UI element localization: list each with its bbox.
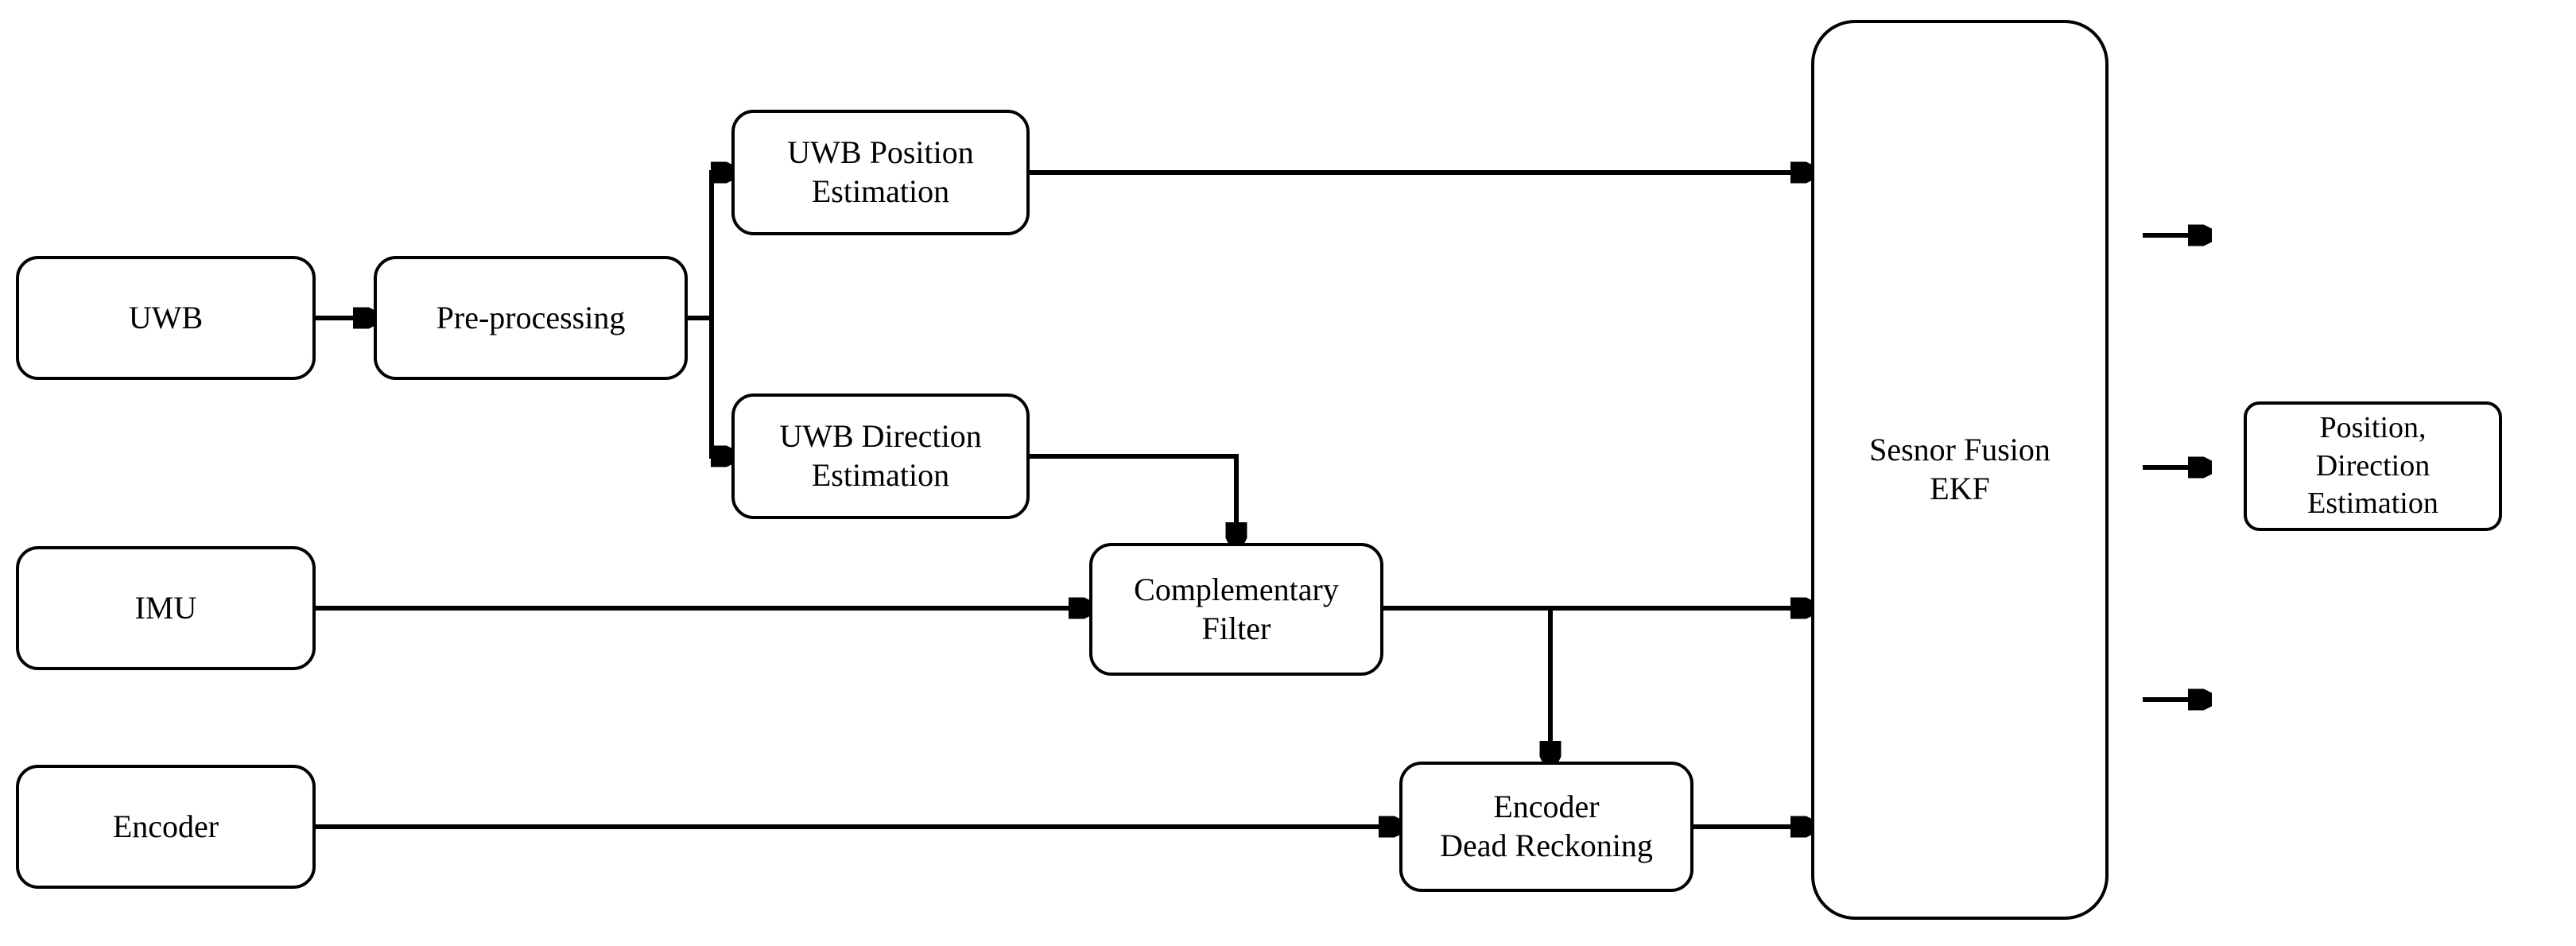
node-position-direction-estimation: Position, Direction Estimation	[2244, 401, 2502, 531]
node-encoder-dead-reckoning: Encoder Dead Reckoning	[1399, 762, 1693, 892]
edge-uwb-direction-to-complementary-filter	[1030, 454, 1236, 543]
node-uwb-position-estimation-label: UWB Position Estimation	[787, 134, 974, 209]
node-sensor-fusion-ekf: Sesnor Fusion EKF	[1811, 20, 2109, 920]
node-imu: IMU	[16, 546, 316, 670]
node-encoder: Encoder	[16, 765, 316, 889]
node-encoder-dead-reckoning-label: Encoder Dead Reckoning	[1440, 789, 1653, 863]
node-uwb-direction-estimation: UWB Direction Estimation	[731, 394, 1030, 519]
node-preprocessing: Pre-processing	[374, 256, 688, 380]
node-complementary-filter-label: Complementary Filter	[1134, 571, 1339, 646]
node-complementary-filter: Complementary Filter	[1089, 543, 1383, 676]
node-preprocessing-label: Pre-processing	[436, 299, 626, 335]
node-sensor-fusion-ekf-label: Sesnor Fusion EKF	[1869, 432, 2050, 506]
node-uwb-direction-estimation-label: UWB Direction Estimation	[779, 418, 982, 493]
edge-preprocessing-to-uwb-direction	[709, 318, 731, 456]
node-encoder-label: Encoder	[112, 808, 219, 844]
node-uwb-position-estimation: UWB Position Estimation	[731, 110, 1030, 235]
node-imu-label: IMU	[134, 589, 197, 626]
edge-preprocessing-to-uwb-position	[688, 173, 731, 320]
node-position-direction-estimation-label: Position, Direction Estimation	[2307, 411, 2438, 521]
node-uwb: UWB	[16, 256, 316, 380]
node-uwb-label: UWB	[128, 299, 204, 335]
